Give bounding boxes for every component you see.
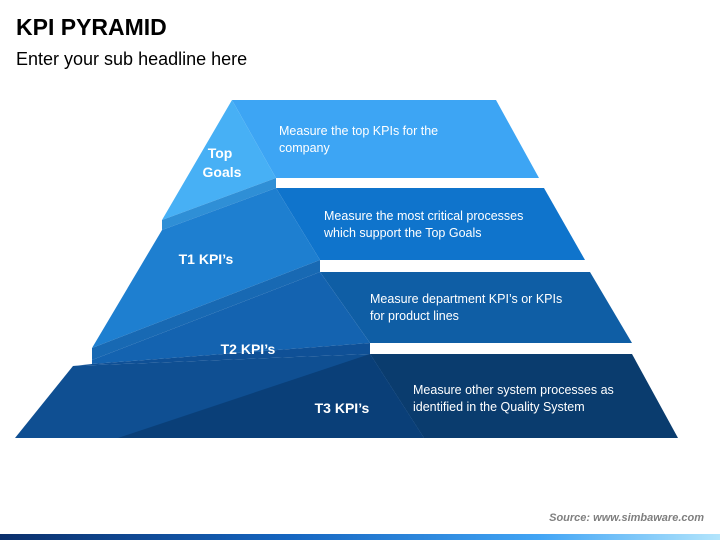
tier-t3-description: Measure other system processes as identi… bbox=[413, 383, 617, 414]
tier-t2-description: Measure department KPI’s or KPIs for pro… bbox=[370, 292, 566, 323]
tier-top-goals-panel bbox=[232, 100, 539, 178]
tier-t1-front bbox=[92, 188, 320, 348]
tier-top-goals-front bbox=[162, 100, 276, 220]
pyramid-tier-t3: T3 KPI’s Measure other system processes … bbox=[15, 354, 678, 438]
tier-t3-panel bbox=[370, 354, 678, 438]
tier-t3-label: T3 KPI’s bbox=[315, 400, 370, 416]
pyramid-tier-top-goals: Top Goals Measure the top KPIs for the c… bbox=[162, 100, 539, 230]
page-subtitle: Enter your sub headline here bbox=[16, 49, 248, 69]
tier-t1-description: Measure the most critical processes whic… bbox=[323, 209, 527, 240]
tier-t2-front-lower bbox=[73, 343, 370, 366]
tier-t2-label: T2 KPI’s bbox=[221, 341, 276, 357]
tier-top-goals-label: Top Goals bbox=[203, 145, 242, 180]
tier-top-goals-side bbox=[162, 178, 276, 230]
tier-t1-label: T1 KPI’s bbox=[179, 251, 234, 267]
footer-accent-bar bbox=[0, 534, 720, 540]
tier-t1-panel bbox=[276, 188, 585, 260]
tier-t2-panel bbox=[320, 272, 632, 343]
tier-top-goals-description: Measure the top KPIs for the company bbox=[279, 124, 442, 155]
tier-t2-front bbox=[92, 272, 370, 364]
pyramid-tier-t2: T2 KPI’s Measure department KPI’s or KPI… bbox=[73, 272, 632, 366]
pyramid-tier-t1: T1 KPI’s Measure the most critical proce… bbox=[92, 188, 585, 360]
source-credit: Source: www.simbaware.com bbox=[549, 512, 704, 524]
page-title: KPI PYRAMID bbox=[16, 14, 167, 40]
tier-t1-side bbox=[92, 260, 320, 360]
tier-t3-shade bbox=[118, 354, 424, 438]
